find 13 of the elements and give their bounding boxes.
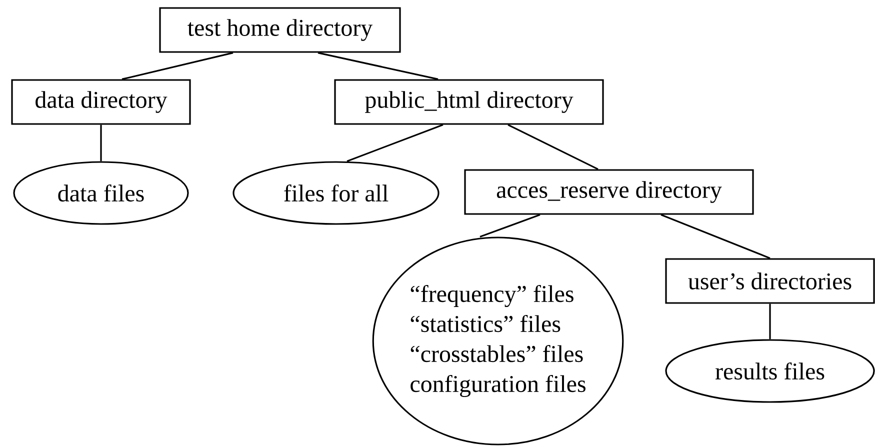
directory-box: data directory bbox=[11, 79, 191, 125]
connector-line bbox=[660, 214, 770, 259]
connector-line bbox=[508, 124, 598, 170]
directory-box: acces_reserve directory bbox=[464, 169, 754, 215]
directory-box: user’s directories bbox=[665, 258, 875, 304]
connector-line bbox=[480, 214, 540, 238]
directory-box: test home directory bbox=[159, 7, 401, 53]
connector-line bbox=[100, 124, 102, 162]
connector-line bbox=[769, 304, 771, 340]
connector-line bbox=[318, 52, 438, 80]
connector-line bbox=[122, 52, 234, 80]
directory-box: public_html directory bbox=[334, 79, 604, 125]
connector-line bbox=[346, 124, 444, 162]
